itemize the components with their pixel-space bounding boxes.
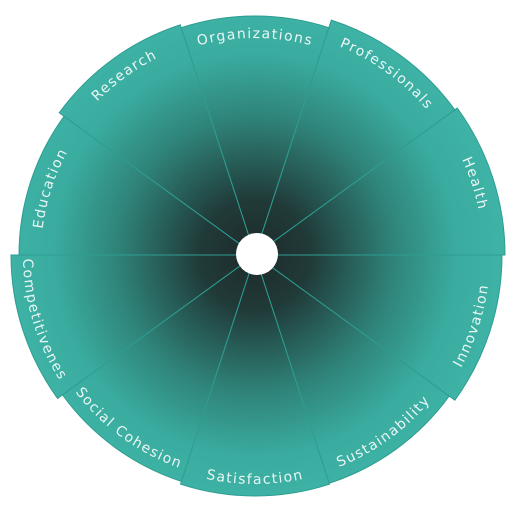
wheel-segments <box>10 15 506 497</box>
segment-satisfaction <box>179 253 331 497</box>
segment-research <box>58 24 256 257</box>
segment-innovation <box>253 254 503 401</box>
segment-social-cohesion <box>61 253 256 482</box>
segment-organizations <box>180 15 330 257</box>
segment-education <box>18 115 257 256</box>
center-hub <box>236 233 278 275</box>
segment-competitiveness <box>10 254 257 400</box>
segment-label-satisfaction: Satisfaction <box>205 467 305 488</box>
segment-health <box>253 107 506 256</box>
segment-professionals <box>254 19 456 257</box>
segment-sustainability <box>254 253 450 484</box>
segment-label-organizations: Organizations <box>195 26 315 49</box>
